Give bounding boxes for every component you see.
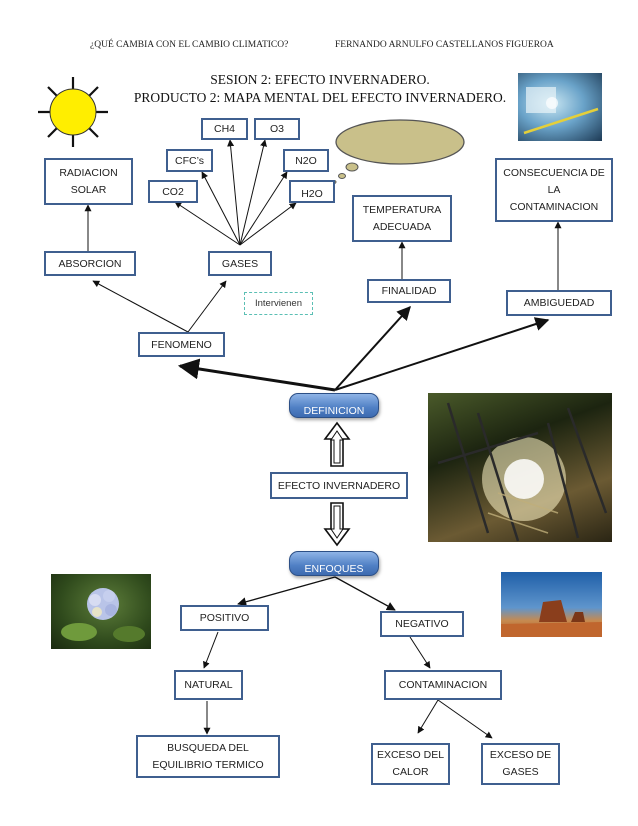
header-right: FERNANDO ARNULFO CASTELLANOS FIGUEROA [335,40,554,50]
node-h2o: H2O [289,180,335,203]
photo-chairs-sunlight [428,393,612,542]
node-ambiguedad: AMBIGUEDAD [506,290,612,316]
sun-icon [38,77,108,147]
exceso-gases-line1: EXCESO DE [489,749,552,761]
node-o3: O3 [254,118,300,140]
node-enfoques: ENFOQUES [289,551,379,576]
node-exceso-calor: EXCESO DEL CALOR [371,743,450,785]
busqueda-line1: BUSQUEDA DEL [167,741,249,754]
exceso-gases-line2: GASES [502,766,539,778]
thought-cloud-icon [331,119,465,184]
photo-desert-mesa [501,572,602,637]
node-n2o: N2O [283,149,329,172]
node-natural: NATURAL [174,670,243,700]
up-hollow-arrow-icon [323,421,351,467]
node-busqueda-equilibrio: BUSQUEDA DEL EQUILIBRIO TERMICO [136,735,280,778]
node-efecto-invernadero: EFECTO INVERNADERO [270,472,408,499]
node-definicion: DEFINICION [289,393,379,418]
node-exceso-gases: EXCESO DE GASES [481,743,560,785]
label-intervienen: Intervienen [244,292,313,315]
title-line2: PRODUCTO 2: MAPA MENTAL DEL EFECTO INVER… [133,90,507,105]
node-radiacion-solar: RADIACION SOLAR [44,158,133,205]
radiacion-line1: RADIACION [59,166,118,179]
node-absorcion: ABSORCION [44,251,136,276]
node-ch4: CH4 [201,118,248,140]
node-positivo: POSITIVO [180,605,269,631]
node-fenomeno: FENOMENO [138,332,225,357]
node-consecuencia-contaminacion: CONSECUENCIA DE LA CONTAMINACION [495,158,613,222]
node-gases: GASES [208,251,272,276]
node-co2: CO2 [148,180,198,203]
temperatura-line1: TEMPERATURA [362,203,442,216]
node-cfcs: CFC’s [166,149,213,172]
consecuencia-line1: CONSECUENCIA DE [503,166,605,179]
header-left: ¿QUÉ CAMBIA CON EL CAMBIO CLIMATICO? [90,40,289,50]
temperatura-line2: ADECUADA [372,220,432,233]
node-negativo: NEGATIVO [380,611,464,637]
node-contaminacion: CONTAMINACION [384,670,502,700]
radiacion-line2: SOLAR [70,183,107,196]
consecuencia-line2: LA [547,183,561,196]
down-hollow-arrow-icon [323,502,351,547]
photo-hydrangea [51,574,151,649]
definicion-label: DEFINICION [303,405,365,417]
node-finalidad: FINALIDAD [367,279,451,303]
exceso-calor-line1: EXCESO DEL [376,749,445,761]
exceso-calor-line2: CALOR [392,766,429,778]
consecuencia-line3: CONTAMINACION [509,200,599,213]
enfoques-label: ENFOQUES [304,563,364,575]
title-line1: SESION 2: EFECTO INVERNADERO. [210,72,430,87]
busqueda-line2: EQUILIBRIO TERMICO [152,758,264,771]
node-temperatura-adecuada: TEMPERATURA ADECUADA [352,195,452,242]
photo-classroom-light [518,73,602,141]
